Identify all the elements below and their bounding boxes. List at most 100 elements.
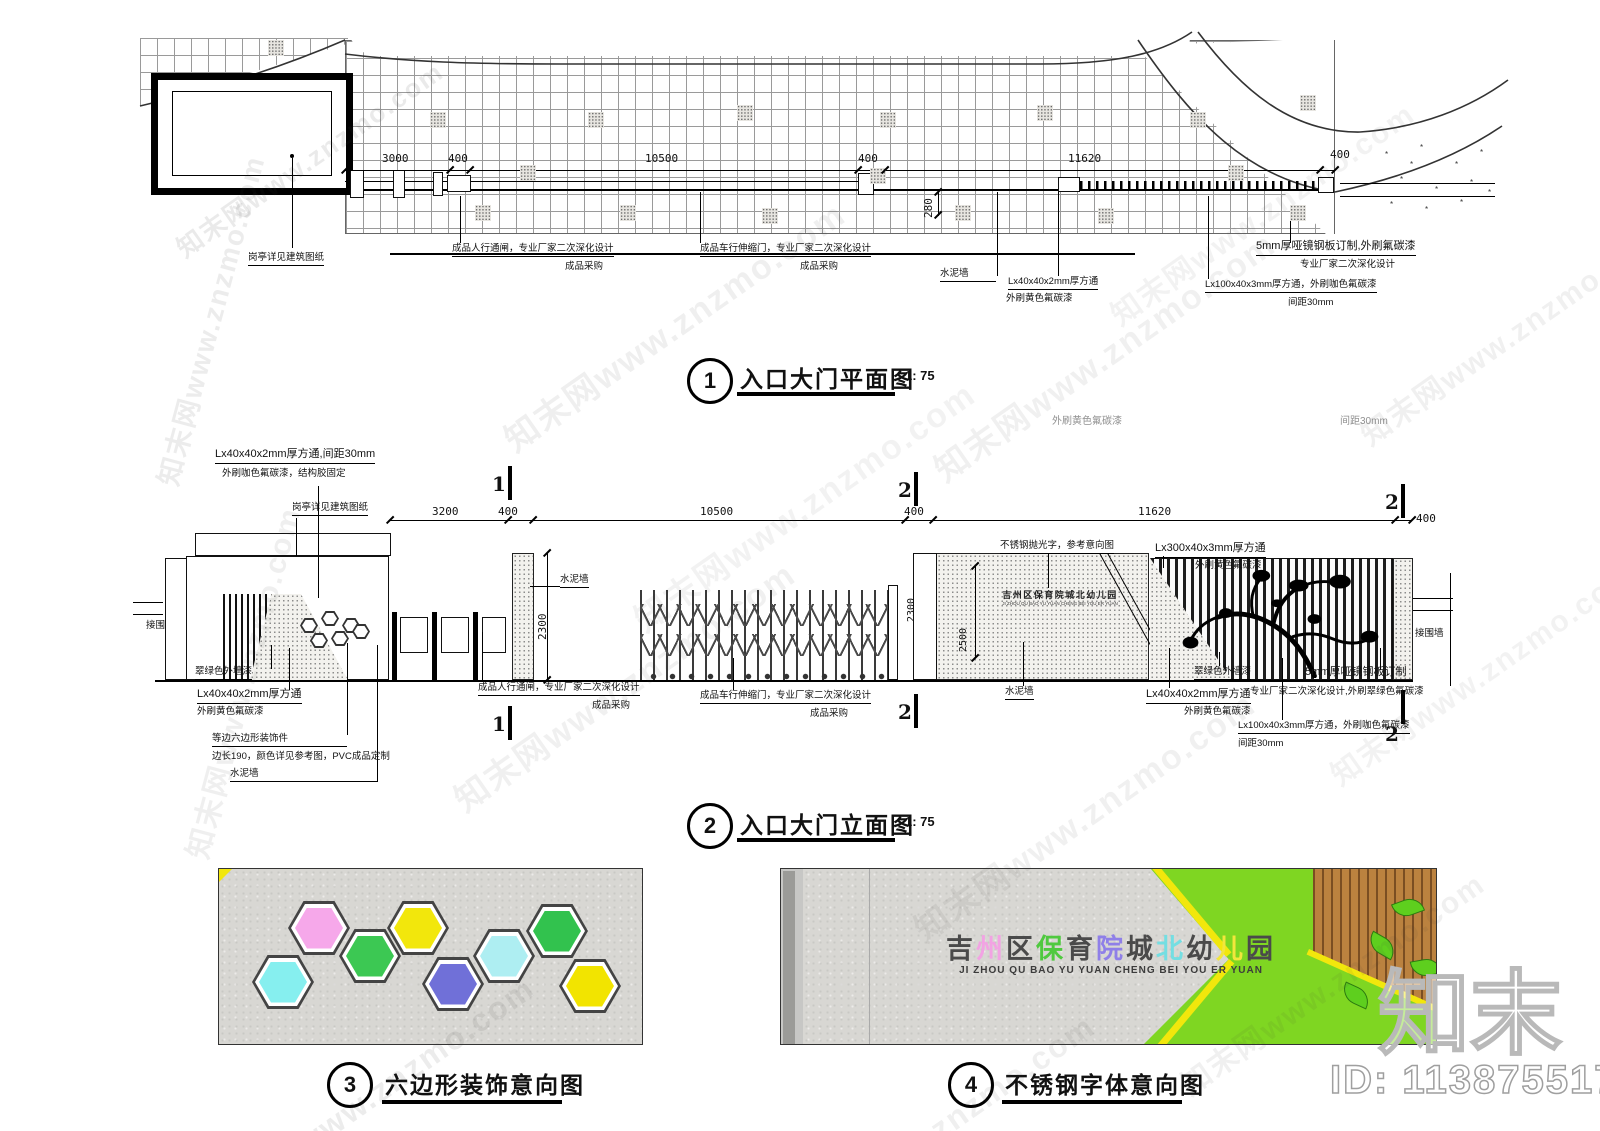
section-bar bbox=[508, 706, 512, 740]
dim-3200: 3200 bbox=[432, 505, 459, 518]
dim-400c-e: 400 bbox=[1416, 512, 1436, 525]
label-sq300-2: 外刷黄色氟碳漆 bbox=[1195, 560, 1262, 571]
grass-symbol: * bbox=[1410, 160, 1414, 169]
retractable-gate-elevation bbox=[640, 590, 888, 680]
elev-title-number: 2 bbox=[687, 803, 733, 849]
section-marker-2d: 2 bbox=[1385, 722, 1399, 746]
wall-stub bbox=[133, 602, 163, 603]
elev-title-scale: 1: 75 bbox=[905, 814, 935, 829]
section-bar bbox=[1401, 484, 1405, 518]
label-ped-elev-2: 成品采购 bbox=[592, 700, 631, 711]
paving-cell bbox=[620, 205, 636, 221]
leader bbox=[482, 632, 483, 682]
dim-280-line bbox=[938, 192, 939, 216]
label-sq40-left-2: 外刷黄色氟碳漆 bbox=[197, 706, 264, 717]
label-booth-plan: 岗亭详见建筑图纸 bbox=[248, 252, 325, 266]
turnstile-post bbox=[473, 612, 478, 680]
paving-cell bbox=[475, 205, 491, 221]
booth-hexagon-fill bbox=[344, 620, 358, 631]
grass-symbol: * bbox=[1488, 188, 1492, 197]
leader bbox=[530, 586, 560, 587]
section-bar bbox=[508, 466, 512, 500]
label-ped-gate-plan: 成品人行通闸，专业厂家二次深化设计 bbox=[452, 243, 614, 257]
panel-corner-accent bbox=[219, 869, 232, 882]
leader bbox=[460, 196, 461, 243]
label-mirror: 5mm厚哑镜钢板订制 bbox=[1305, 666, 1407, 682]
label-cement-booth: 水泥墙 bbox=[230, 768, 259, 779]
paving-cell bbox=[1190, 112, 1206, 128]
leader bbox=[700, 192, 701, 243]
gate-end-post bbox=[888, 585, 898, 680]
paving-cell bbox=[1290, 205, 1306, 221]
dim-2500: 2500 bbox=[958, 627, 969, 652]
gate-x-band bbox=[640, 634, 888, 656]
sign-wall-text: 吉州区保育院城北幼儿园 bbox=[1002, 590, 1118, 600]
label-sq40-right: Lx40x40x2mm厚方通 bbox=[1146, 688, 1251, 704]
wall-line-2 bbox=[1340, 196, 1495, 197]
turnstile-1 bbox=[400, 617, 428, 653]
ped-gate-post-3 bbox=[433, 172, 443, 196]
section-marker-2b: 2 bbox=[898, 700, 912, 724]
dim-10500: 10500 bbox=[645, 152, 679, 165]
dim-400c: 400 bbox=[1330, 148, 1350, 161]
label-booth-elev: 岗亭详见建筑图纸 bbox=[292, 502, 369, 516]
building-window bbox=[783, 871, 795, 1044]
sign-char: 北 bbox=[1156, 934, 1186, 964]
gate-wheels bbox=[640, 671, 888, 680]
booth-hexagon-fill bbox=[333, 633, 347, 644]
grass-symbol: * bbox=[1385, 150, 1389, 159]
grass-symbol: * bbox=[1400, 175, 1404, 184]
label-car-elev-2: 成品采购 bbox=[810, 708, 849, 719]
faint-text-left: 外刷黄色氟碳漆 bbox=[1052, 416, 1122, 427]
turnstile-2 bbox=[441, 617, 469, 653]
paving-cell bbox=[1037, 105, 1053, 121]
hex-title: 六边形装饰意向图 bbox=[385, 1072, 585, 1098]
leader bbox=[1219, 652, 1220, 666]
dim-10500-e: 10500 bbox=[700, 505, 734, 518]
paving-cell bbox=[268, 40, 284, 56]
sign-char: 城 bbox=[1126, 934, 1156, 964]
wall-stub bbox=[1413, 598, 1453, 599]
dim-400b: 400 bbox=[858, 152, 878, 165]
paving-cell bbox=[1300, 95, 1316, 111]
label-green-right: 翠绿色外墙漆 bbox=[1194, 666, 1252, 680]
gate-x-band bbox=[640, 604, 888, 626]
sign-char: 区 bbox=[1006, 934, 1036, 964]
dim-2300-sign: 2300 bbox=[906, 597, 917, 622]
plan-title: 入口大门平面图 bbox=[740, 366, 915, 392]
guard-booth-plan bbox=[151, 73, 353, 195]
end-post-plan bbox=[1318, 177, 1334, 193]
leader bbox=[1290, 205, 1291, 243]
plan-title-scale: 1: 75 bbox=[905, 368, 935, 383]
brand-watermark: 知末 bbox=[1377, 963, 1563, 1067]
sign-title-number: 4 bbox=[948, 1062, 994, 1108]
wall-stub bbox=[133, 614, 163, 615]
label-car-elev: 成品车行伸缩门，专业厂家二次深化设计 bbox=[700, 690, 872, 704]
dim-11620: 11620 bbox=[1068, 152, 1102, 165]
paving-cell bbox=[737, 105, 753, 121]
dim-11620-e: 11620 bbox=[1138, 505, 1172, 518]
retractable-gate-motor-plan bbox=[1058, 177, 1080, 192]
dim-3000: 3000 bbox=[382, 152, 409, 165]
paving-cell bbox=[430, 112, 446, 128]
booth-hexagon-fill bbox=[354, 626, 368, 637]
turnstile-post bbox=[432, 612, 437, 680]
paving-cell bbox=[955, 205, 971, 221]
sign-wall-pier bbox=[913, 553, 937, 680]
leader bbox=[1048, 554, 1049, 588]
retractable-gate-plan bbox=[1080, 181, 1318, 190]
leader bbox=[289, 648, 290, 690]
label-hex-dec: 等边六边形装饰件 bbox=[212, 733, 347, 747]
section-marker-1b: 1 bbox=[492, 712, 506, 736]
label-sq300: Lx300x40x3mm厚方通 bbox=[1155, 542, 1266, 558]
label-top-sq40: Lx40x40x2mm厚方通,间距30mm bbox=[215, 448, 376, 464]
grass-symbol: * bbox=[1425, 205, 1429, 214]
label-steel-letters: 不锈钢抛光字，参考意向图 bbox=[1000, 540, 1115, 554]
turnstile-post bbox=[392, 612, 397, 680]
elev-dim-line bbox=[390, 520, 1412, 521]
guard-booth-inner bbox=[172, 91, 332, 176]
hex-title-underline bbox=[382, 1100, 562, 1104]
cement-pier-left bbox=[512, 553, 534, 680]
ped-gate-cabinet bbox=[447, 175, 471, 192]
